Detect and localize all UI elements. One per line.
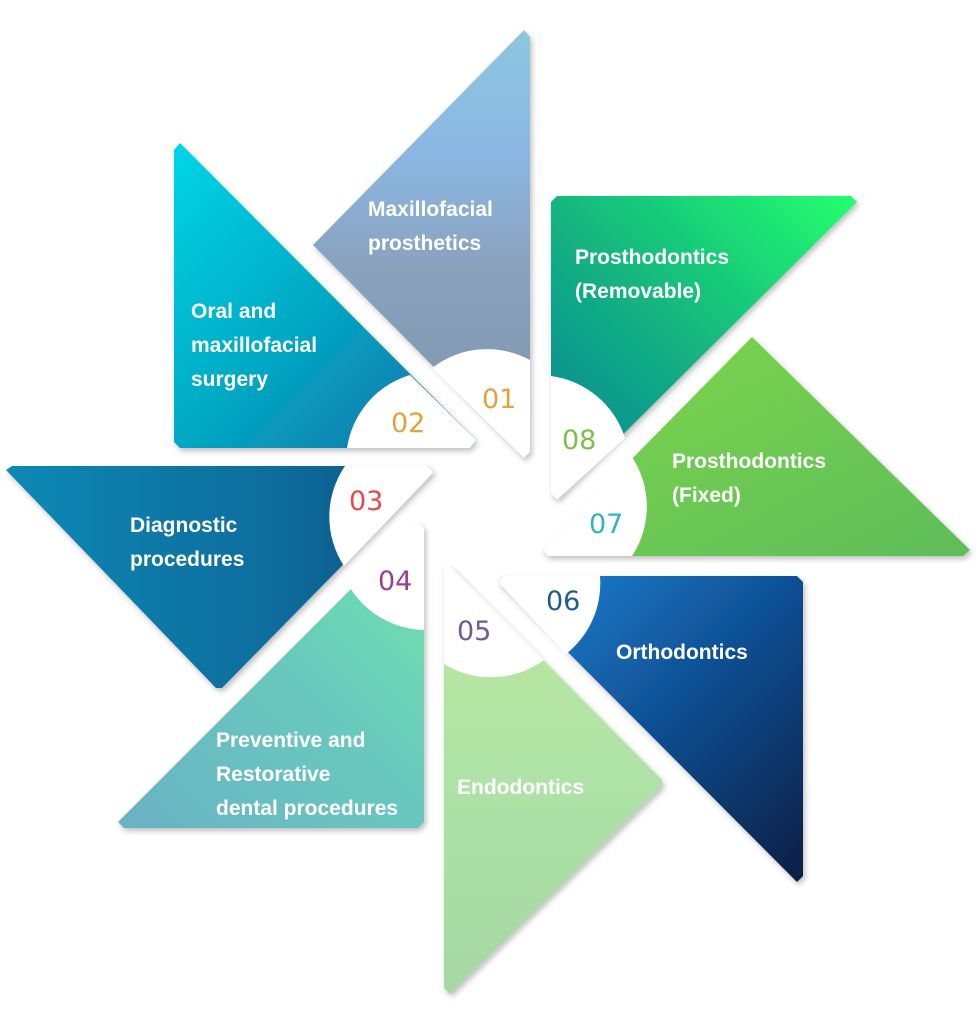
segment-02-hub [347, 375, 476, 448]
segment-04-number: 04 [378, 566, 412, 597]
segment-07-label-line: Prosthodontics [672, 450, 826, 473]
segment-05: 05 Endodontics [444, 566, 662, 994]
segment-07-number: 07 [589, 509, 623, 540]
segment-08-hub [551, 376, 625, 500]
segment-07-label: Prosthodontics (Fixed) [672, 450, 826, 507]
segment-03: 03 Diagnostic procedures [6, 466, 434, 688]
segment-03-label: Diagnostic procedures [130, 514, 244, 571]
segment-01: 01 Maxillofacial prosthetics [313, 30, 530, 458]
segment-02-label-line: surgery [191, 368, 268, 391]
segment-08-label-line: Prosthodontics [575, 246, 729, 269]
segment-08-number: 08 [562, 425, 596, 456]
segment-04-shape [118, 522, 424, 828]
segment-02-label: Oral and maxillofacial surgery [191, 300, 317, 391]
segment-04-hub [349, 522, 424, 630]
segment-01-label: Maxillofacial prosthetics [368, 198, 493, 255]
segment-08-label-line: (Removable) [575, 280, 701, 303]
segment-08-label: Prosthodontics (Removable) [575, 246, 729, 303]
segment-03-number: 03 [349, 486, 383, 517]
segment-01-label-line: prosthetics [368, 232, 481, 255]
segment-06-number: 06 [546, 586, 580, 617]
segment-07-label-line: (Fixed) [672, 484, 741, 507]
segment-02-label-line: maxillofacial [191, 334, 317, 357]
segment-05-hub [444, 566, 544, 678]
segment-05-label: Endodontics [457, 776, 584, 799]
segment-07-shape [542, 337, 970, 556]
segment-01-number: 01 [482, 384, 516, 415]
segment-06-shape [498, 576, 803, 882]
segment-02: 02 Oral and maxillofacial surgery [174, 143, 476, 448]
segment-06-label-line: Orthodontics [616, 641, 748, 664]
segment-04-label-line: Restorative [216, 763, 330, 786]
segment-02-number: 02 [391, 408, 425, 439]
segment-05-label-line: Endodontics [457, 776, 584, 799]
segment-08-shape [551, 196, 857, 500]
segment-04-label-line: dental procedures [216, 797, 398, 820]
segment-02-shape [174, 143, 476, 448]
segment-06: 06 Orthodontics [498, 576, 803, 882]
segment-04-label-line: Preventive and [216, 729, 365, 752]
segment-07-hub [542, 457, 647, 556]
segment-03-label-line: Diagnostic [130, 514, 238, 537]
segment-01-label-line: Maxillofacial [368, 198, 493, 221]
segment-07: 07 Prosthodontics (Fixed) [542, 337, 970, 556]
segment-06-label: Orthodontics [616, 641, 748, 664]
segment-03-label-line: procedures [130, 548, 244, 571]
segment-03-hub [329, 466, 434, 566]
segment-01-hub [432, 349, 530, 458]
segment-05-number: 05 [457, 616, 491, 647]
segment-02-label-line: Oral and [191, 300, 276, 323]
segment-03-shape [6, 466, 434, 688]
segment-06-hub [498, 576, 601, 654]
segment-08: 08 Prosthodontics (Removable) [551, 196, 857, 500]
